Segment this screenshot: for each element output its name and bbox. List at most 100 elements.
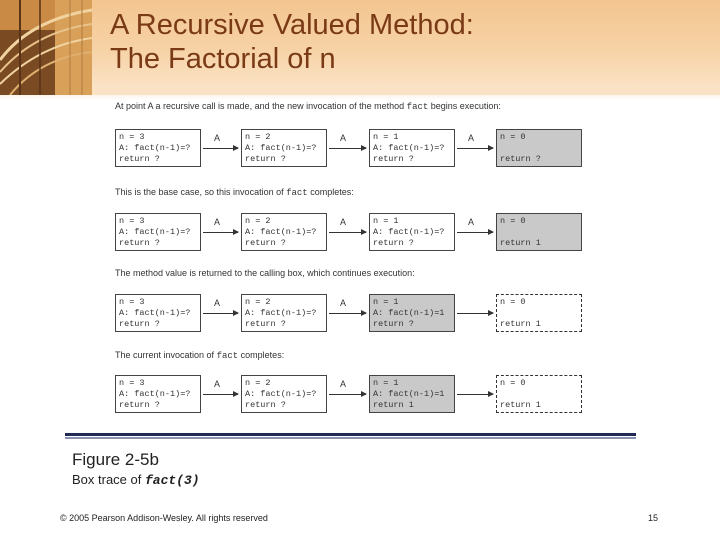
row-caption-text: This is the base case, so this invocatio… bbox=[115, 187, 287, 197]
trace-box-line bbox=[500, 227, 578, 238]
footer-page-number: 15 bbox=[648, 513, 659, 523]
trace-box-line: A: fact(n-1)=? bbox=[119, 389, 191, 399]
arrow-label: A bbox=[214, 133, 221, 143]
row-caption-code: fact bbox=[406, 102, 429, 112]
row-caption-text: The method value is returned to the call… bbox=[115, 268, 415, 278]
call-arrow bbox=[329, 310, 367, 316]
figure-label: Figure 2-5b bbox=[72, 450, 159, 469]
trace-box-line: return 1 bbox=[500, 319, 541, 329]
call-arrow bbox=[457, 391, 494, 397]
row-caption-text: completes: bbox=[307, 187, 354, 197]
call-arrow bbox=[457, 145, 494, 151]
trace-box: n = 0 return 1 bbox=[496, 294, 582, 332]
trace-box-line: A: fact(n-1)=? bbox=[245, 227, 317, 237]
trace-box-line: n = 1 bbox=[373, 216, 399, 226]
trace-box-line: return ? bbox=[245, 238, 286, 248]
figure-rule-dark bbox=[65, 433, 636, 436]
figure-caption-prefix: Box trace of bbox=[72, 472, 145, 487]
trace-box-line: n = 3 bbox=[119, 297, 145, 307]
trace-box-line: n = 3 bbox=[119, 378, 145, 388]
trace-box-line: return ? bbox=[500, 154, 541, 164]
trace-box-line: return ? bbox=[119, 154, 160, 164]
trace-box-line: return 1 bbox=[373, 400, 414, 410]
row-caption-text: The current invocation of bbox=[115, 350, 217, 360]
trace-box-line: n = 0 bbox=[500, 297, 526, 307]
arrow-label: A bbox=[340, 379, 347, 389]
arrow-label: A bbox=[340, 217, 347, 227]
trace-box-line: n = 2 bbox=[245, 132, 271, 142]
row-caption: The current invocation of fact completes… bbox=[115, 350, 284, 361]
call-arrow bbox=[203, 145, 239, 151]
trace-box-line: return ? bbox=[119, 400, 160, 410]
trace-box-line bbox=[500, 389, 578, 400]
trace-box-line: return 1 bbox=[500, 238, 541, 248]
footer-copyright: © 2005 Pearson Addison-Wesley. All right… bbox=[60, 513, 268, 523]
trace-box-line: n = 1 bbox=[373, 132, 399, 142]
row-caption: The method value is returned to the call… bbox=[115, 268, 415, 278]
trace-box: n = 0 return ? bbox=[496, 129, 582, 167]
trace-box-line: return ? bbox=[373, 238, 414, 248]
trace-box-line: return ? bbox=[245, 400, 286, 410]
slide-title-line2: The Factorial of n bbox=[110, 43, 336, 75]
call-arrow bbox=[203, 391, 239, 397]
arrow-label: A bbox=[468, 217, 475, 227]
trace-box-line: return ? bbox=[119, 238, 160, 248]
trace-box-line: return 1 bbox=[500, 400, 541, 410]
trace-box-line: A: fact(n-1)=? bbox=[245, 143, 317, 153]
trace-box-line: return ? bbox=[245, 319, 286, 329]
trace-box-line: n = 3 bbox=[119, 216, 145, 226]
call-arrow bbox=[329, 229, 367, 235]
call-arrow bbox=[329, 391, 367, 397]
call-arrow bbox=[457, 310, 494, 316]
trace-box-line: n = 0 bbox=[500, 378, 526, 388]
trace-box-line: A: fact(n-1)=? bbox=[245, 308, 317, 318]
trace-box-line: A: fact(n-1)=? bbox=[373, 227, 445, 237]
call-arrow bbox=[329, 145, 367, 151]
row-caption-text: At point A a recursive call is made, and… bbox=[115, 101, 407, 111]
row-caption-text: completes: bbox=[238, 350, 285, 360]
trace-box-line: n = 0 bbox=[500, 216, 526, 226]
call-arrow bbox=[457, 229, 494, 235]
trace-box: n = 0 return 1 bbox=[496, 213, 582, 251]
row-caption-text: begins execution: bbox=[428, 101, 501, 111]
trace-box-line: A: fact(n-1)=? bbox=[373, 143, 445, 153]
trace-box-line: A: fact(n-1)=1 bbox=[373, 308, 445, 318]
row-caption: This is the base case, so this invocatio… bbox=[115, 187, 354, 198]
trace-box-line: n = 1 bbox=[373, 378, 399, 388]
trace-box-line: return ? bbox=[373, 154, 414, 164]
call-arrow bbox=[203, 229, 239, 235]
trace-box-line: A: fact(n-1)=? bbox=[245, 389, 317, 399]
trace-box: n = 0 return 1 bbox=[496, 375, 582, 413]
trace-box-line: A: fact(n-1)=? bbox=[119, 227, 191, 237]
arrow-label: A bbox=[214, 217, 221, 227]
arrow-label: A bbox=[468, 133, 475, 143]
trace-box-line: return ? bbox=[119, 319, 160, 329]
arrow-label: A bbox=[340, 133, 347, 143]
slide-title-line1: A Recursive Valued Method: bbox=[110, 9, 474, 41]
trace-box-line: n = 1 bbox=[373, 297, 399, 307]
figure-caption-code: fact(3) bbox=[144, 473, 200, 488]
trace-box-line: return ? bbox=[245, 154, 286, 164]
slide-title: A Recursive Valued Method: The Factorial… bbox=[110, 8, 474, 76]
arrow-label: A bbox=[214, 298, 221, 308]
call-arrow bbox=[203, 310, 239, 316]
figure-rule-light bbox=[65, 437, 636, 439]
figure-caption: Box trace of fact(3) bbox=[72, 472, 200, 488]
arrow-label: A bbox=[214, 379, 221, 389]
trace-box-line: n = 0 bbox=[500, 132, 526, 142]
trace-box-line: n = 2 bbox=[245, 378, 271, 388]
trace-box-line bbox=[500, 143, 578, 154]
arrow-label: A bbox=[340, 298, 347, 308]
trace-box-line: A: fact(n-1)=? bbox=[119, 143, 191, 153]
